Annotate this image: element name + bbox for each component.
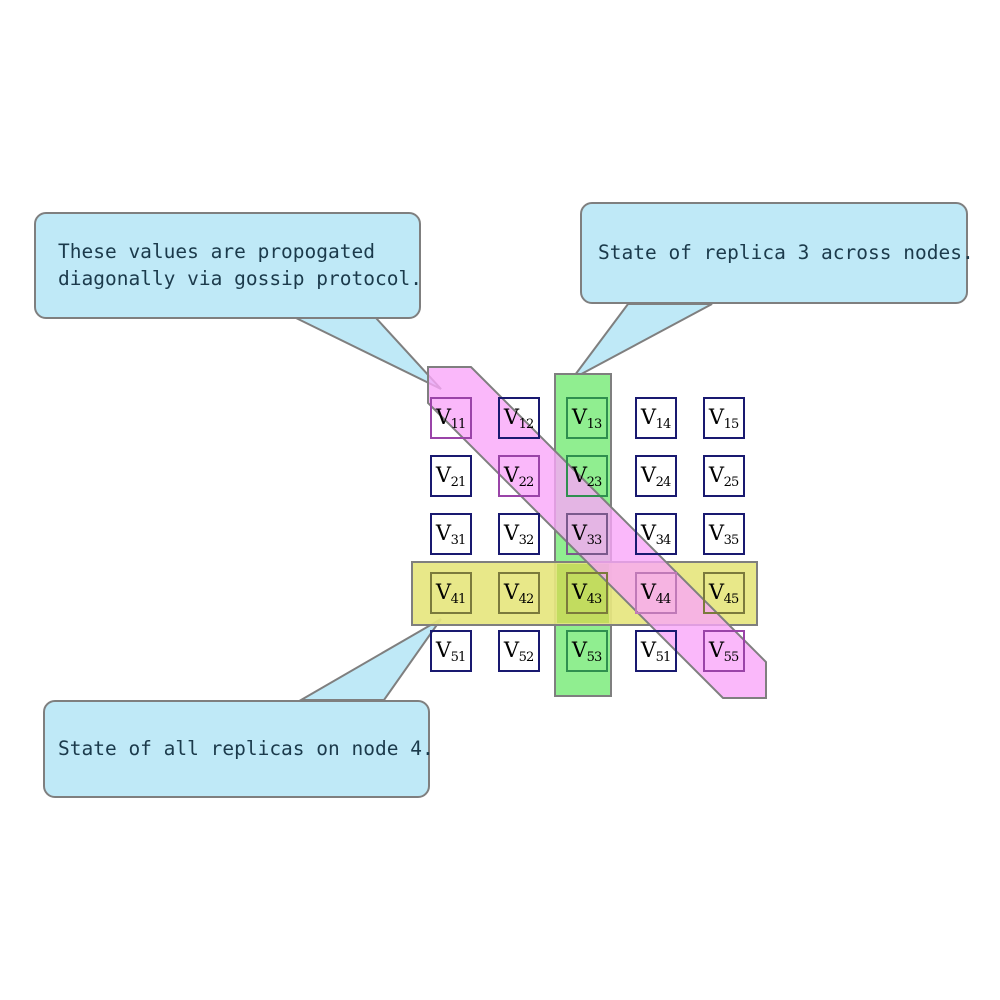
grid-cell-label: V35 — [708, 520, 739, 548]
grid-cell-V41[interactable]: V41 — [430, 572, 472, 614]
grid-cell-V12[interactable]: V12 — [498, 397, 540, 439]
callout-tail-replica — [571, 303, 713, 380]
grid-cell-label: V52 — [503, 637, 534, 665]
grid-cell-V51[interactable]: V51 — [430, 630, 472, 672]
callout-replica-text: State of replica 3 across nodes. — [598, 240, 974, 264]
callout-node-text: State of all replicas on node 4. — [58, 736, 434, 760]
grid-cell-label: V32 — [503, 520, 534, 548]
grid-cell-label: V15 — [708, 404, 739, 432]
grid-cell-label: V24 — [640, 462, 671, 490]
grid-cell-label: V21 — [435, 462, 466, 490]
grid-cell-V14[interactable]: V14 — [635, 397, 677, 439]
grid-cell-label: V42 — [503, 579, 534, 607]
callout-tail-gossip — [295, 317, 442, 390]
grid-cell-label: V51 — [640, 637, 671, 665]
grid-cell-V44[interactable]: V44 — [635, 572, 677, 614]
grid-cell-label: V25 — [708, 462, 739, 490]
grid-cell-V35[interactable]: V35 — [703, 513, 745, 555]
grid-cell-label: V13 — [571, 404, 602, 432]
grid-cell-label: V44 — [640, 579, 671, 607]
grid-cell-label: V51 — [435, 637, 466, 665]
grid-cell-label: V31 — [435, 520, 466, 548]
grid-cell-V22[interactable]: V22 — [498, 455, 540, 497]
grid-cell-label: V22 — [503, 462, 534, 490]
callout-replica[interactable]: State of replica 3 across nodes. — [580, 202, 974, 304]
grid-cell-V21[interactable]: V21 — [430, 455, 472, 497]
grid-cell-label: V12 — [503, 404, 534, 432]
grid-cell-V15[interactable]: V15 — [703, 397, 745, 439]
grid-cell-V25[interactable]: V25 — [703, 455, 745, 497]
grid-cell-label: V23 — [571, 462, 602, 490]
grid-cell-label: V41 — [435, 579, 466, 607]
grid-cell-label: V45 — [708, 579, 739, 607]
grid-cell-V24[interactable]: V24 — [635, 455, 677, 497]
grid-cell-label: V33 — [571, 520, 602, 548]
grid-cell-V43[interactable]: V43 — [566, 572, 608, 614]
grid-cell-label: V14 — [640, 404, 671, 432]
grid-cell-V23[interactable]: V23 — [566, 455, 608, 497]
grid-cell-V34[interactable]: V34 — [635, 513, 677, 555]
grid-cell-label: V34 — [640, 520, 671, 548]
callout-node[interactable]: State of all replicas on node 4. — [43, 700, 434, 798]
grid-cell-V13[interactable]: V13 — [566, 397, 608, 439]
callout-tail-node — [297, 618, 442, 701]
grid-cell-label: V53 — [571, 637, 602, 665]
grid-cell-V51[interactable]: V51 — [635, 630, 677, 672]
callout-gossip-text: These values are propogated diagonally v… — [58, 239, 422, 290]
grid-cell-V55[interactable]: V55 — [703, 630, 745, 672]
grid-cell-V31[interactable]: V31 — [430, 513, 472, 555]
grid-cell-V53[interactable]: V53 — [566, 630, 608, 672]
grid-cell-V45[interactable]: V45 — [703, 572, 745, 614]
grid-cell-V42[interactable]: V42 — [498, 572, 540, 614]
grid-cell-V33[interactable]: V33 — [566, 513, 608, 555]
callout-gossip[interactable]: These values are propogated diagonally v… — [34, 212, 422, 319]
grid-cell-V32[interactable]: V32 — [498, 513, 540, 555]
grid-cell-V11[interactable]: V11 — [430, 397, 472, 439]
highlight-diagonal-gossip — [427, 366, 767, 699]
grid-cell-V52[interactable]: V52 — [498, 630, 540, 672]
grid-cell-label: V43 — [571, 579, 602, 607]
grid-cell-label: V11 — [435, 404, 466, 432]
grid-cell-label: V55 — [708, 637, 739, 665]
